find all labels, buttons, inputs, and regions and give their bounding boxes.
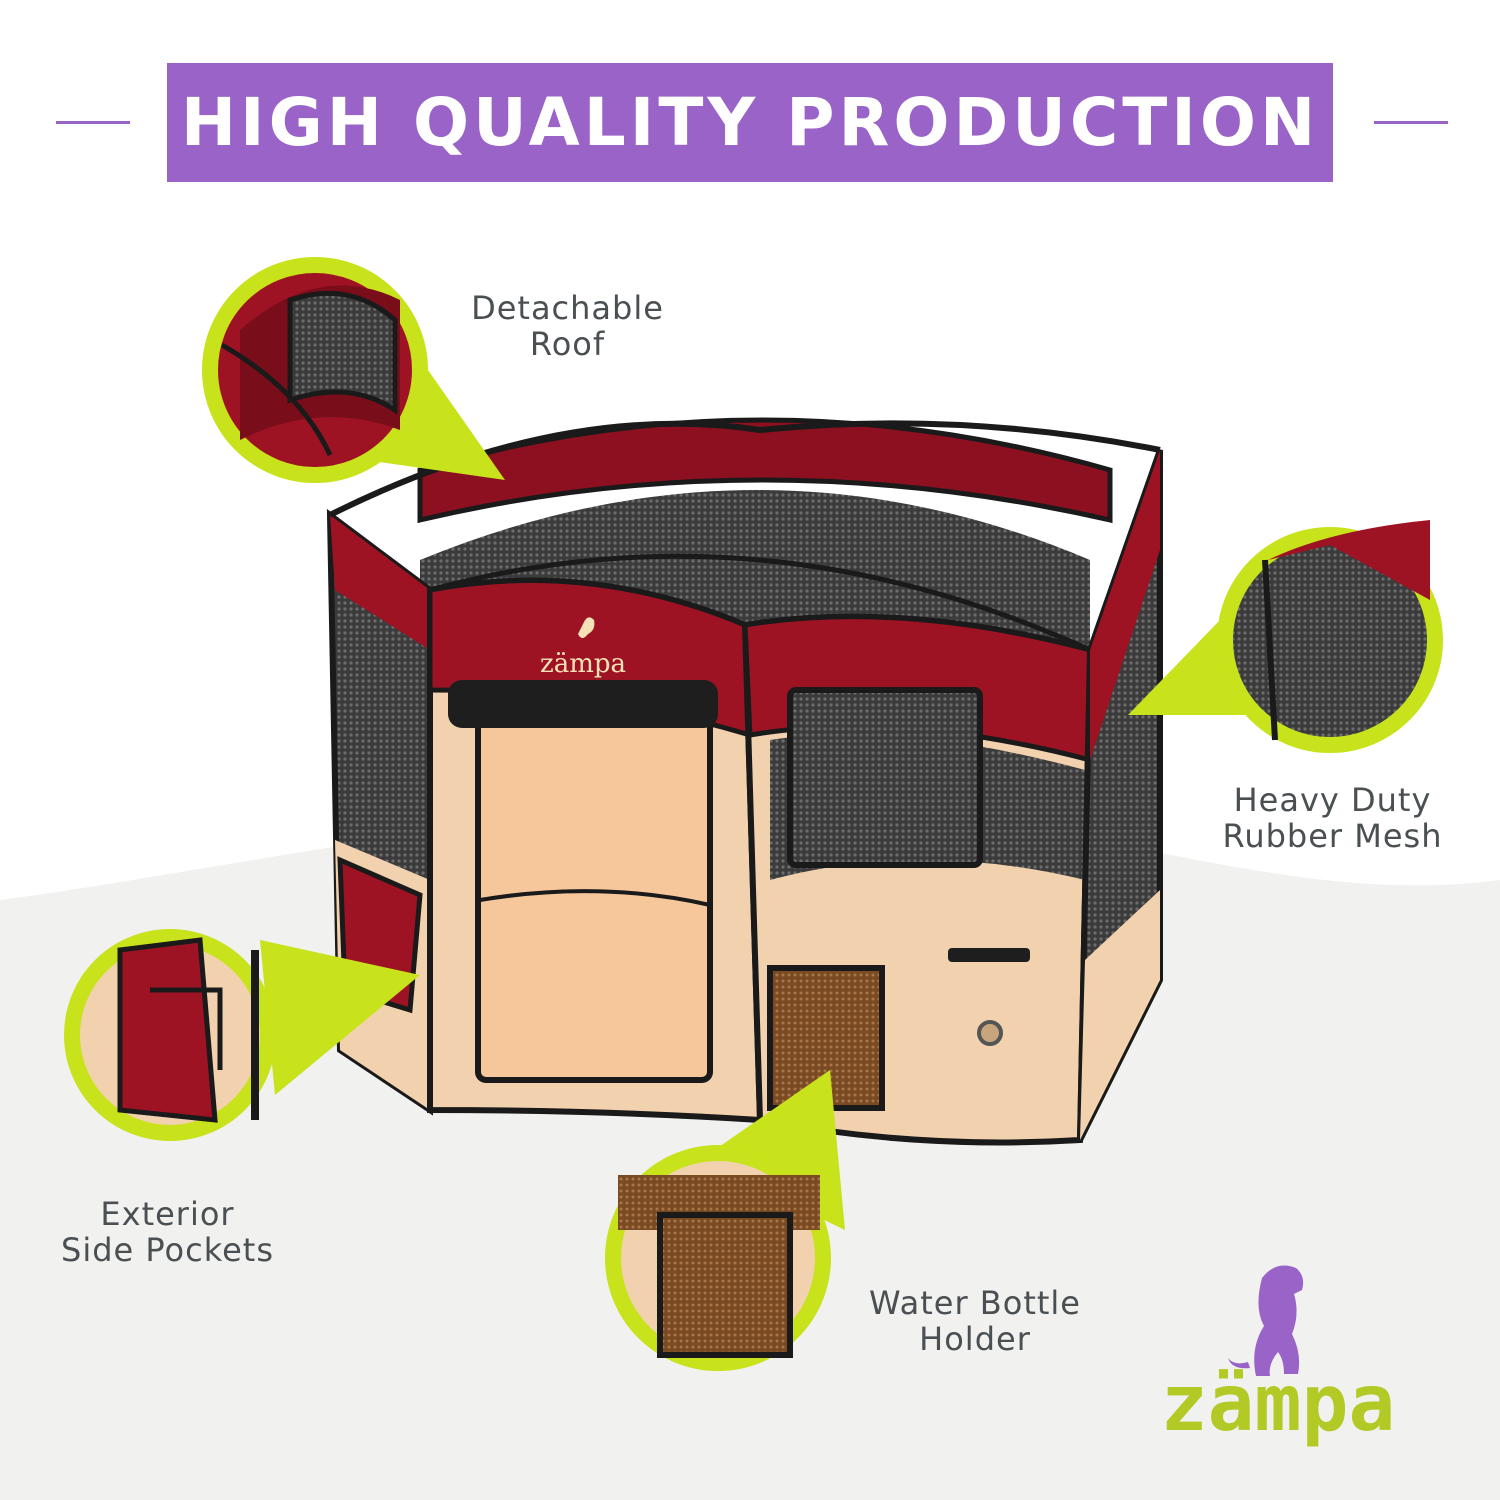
callout-pockets-line2: Side Pockets (61, 1231, 274, 1269)
callout-mesh-line2: Rubber Mesh (1222, 817, 1443, 855)
callout-bottle-line2: Holder (919, 1320, 1031, 1358)
callout-pockets-line1: Exterior (100, 1195, 235, 1233)
callout-roof-line1: Detachable (471, 289, 664, 327)
callout-pockets-label: Exterior Side Pockets (40, 1196, 295, 1268)
dog-silhouette-icon (1228, 1265, 1304, 1376)
callout-bottle-line1: Water Bottle (869, 1284, 1081, 1322)
brand-logo-text: zämpa (1161, 1359, 1396, 1449)
callout-roof-line2: Roof (529, 325, 606, 363)
banner-rule-right (1374, 121, 1448, 124)
product-brand-print: zämpa (540, 649, 626, 679)
callout-bottle-label: Water Bottle Holder (850, 1285, 1100, 1357)
callout-mesh-line1: Heavy Duty (1233, 781, 1432, 819)
banner-title: HIGH QUALITY PRODUCTION (180, 84, 1320, 161)
product-dog-icon (578, 617, 595, 638)
callout-mesh-label: Heavy Duty Rubber Mesh (1205, 782, 1460, 854)
banner-rule-left (56, 121, 130, 124)
callout-roof-label: Detachable Roof (440, 290, 695, 362)
title-banner: HIGH QUALITY PRODUCTION (167, 63, 1333, 182)
